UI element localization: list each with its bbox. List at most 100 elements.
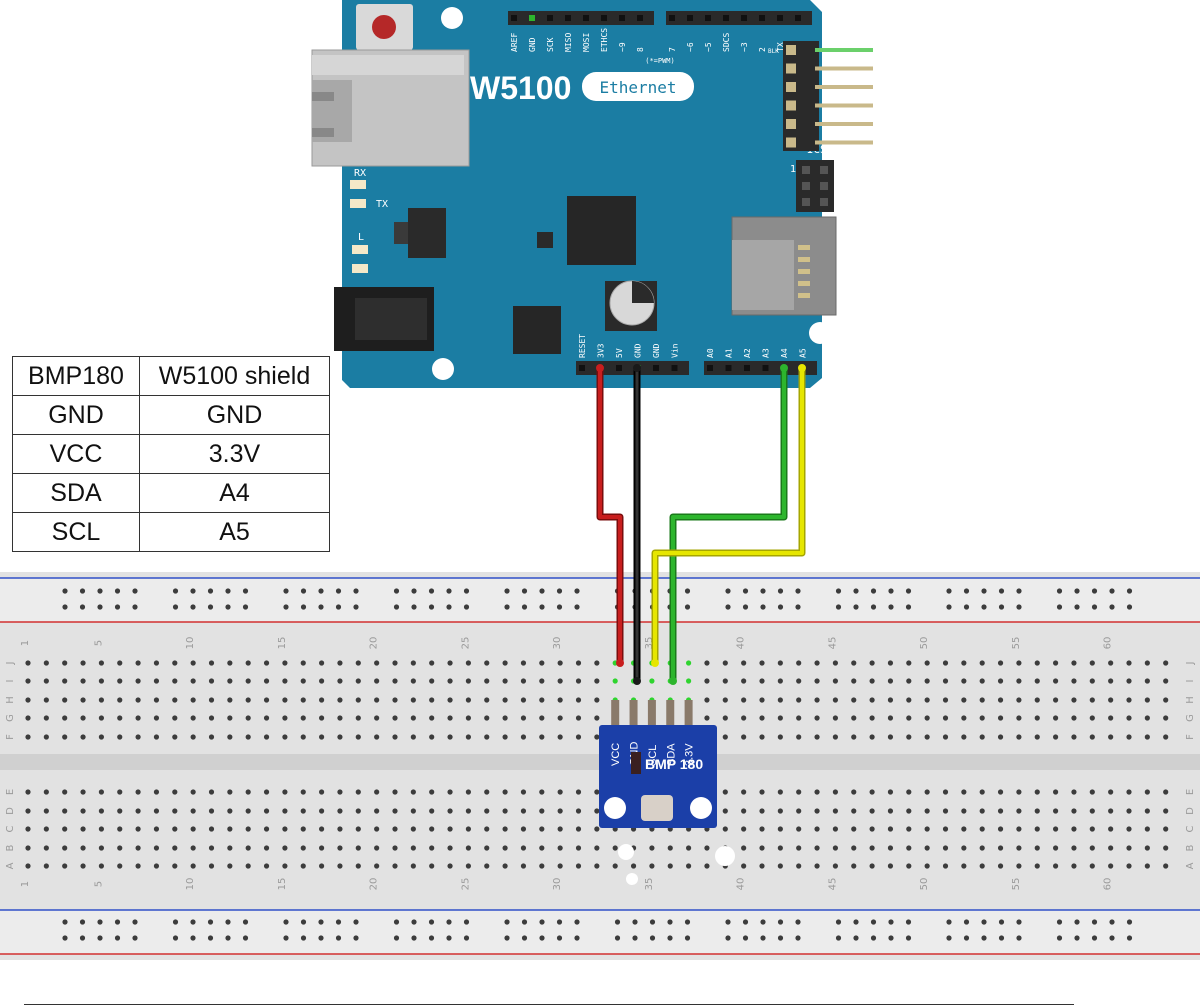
breadboard-hole: [832, 697, 839, 703]
mount-hole: [809, 322, 831, 344]
rail-hole: [97, 604, 103, 610]
column-label: 30: [552, 878, 563, 891]
header-strip: [508, 11, 654, 25]
breadboard-hole: [979, 863, 985, 869]
breadboard-hole: [594, 808, 600, 814]
rail-hole: [428, 919, 435, 925]
rail-hole: [463, 604, 470, 610]
rail-hole: [225, 935, 231, 941]
breadboard-hole: [208, 697, 215, 703]
white-dot: [715, 846, 735, 866]
breadboard-hole: [796, 789, 802, 795]
breadboard-hole: [1089, 660, 1095, 666]
rail-hole: [79, 604, 86, 610]
breadboard-hole: [227, 808, 233, 814]
breadboard-hole: [190, 808, 196, 814]
rail-hole: [446, 935, 452, 941]
row-label: I: [5, 680, 16, 683]
breadboard-hole: [520, 715, 527, 721]
breadboard-hole: [1126, 808, 1132, 814]
breadboard-hole: [1071, 734, 1077, 740]
bmp180-pin: [629, 700, 638, 730]
row-label: B: [1185, 844, 1196, 851]
breadboard-hole: [557, 808, 563, 814]
breadboard-hole: [117, 826, 123, 832]
breadboard-hole: [263, 826, 270, 832]
breadboard-hole: [1016, 845, 1022, 851]
breadboard-hole: [594, 697, 600, 703]
rail-hole: [777, 604, 784, 610]
breadboard-hole: [924, 826, 930, 832]
breadboard-hole: [227, 845, 233, 851]
breadboard-hole: [208, 660, 215, 666]
breadboard-hole: [374, 697, 380, 703]
led-power: [352, 264, 368, 273]
breadboard-hole: [1053, 715, 1059, 721]
icsp-pin: [802, 182, 810, 190]
breadboard-hole: [704, 678, 710, 684]
breadboard-hole: [1144, 715, 1150, 721]
header-pin: [669, 15, 675, 21]
breadboard-hole: [190, 660, 196, 666]
breadboard-hole: [172, 734, 178, 740]
breadboard-hole: [62, 826, 68, 832]
column-label: 50: [919, 878, 930, 891]
breadboard-hole: [337, 734, 343, 740]
breadboard-hole: [282, 697, 288, 703]
breadboard-hole: [575, 678, 582, 684]
breadboard-hole: [263, 789, 270, 795]
breadboard-hole: [557, 789, 563, 795]
ethernet-badge-label: Ethernet: [599, 78, 676, 97]
breadboard-hole: [851, 734, 857, 740]
column-label: 35: [644, 637, 655, 650]
breadboard-hole: [1163, 808, 1169, 814]
breadboard-hole: [1089, 678, 1095, 684]
breadboard-hole: [1126, 734, 1132, 740]
table-row: SCL A5: [12, 512, 330, 552]
rail-hole: [114, 604, 121, 610]
breadboard-hole: [851, 715, 857, 721]
breadboard-hole: [741, 734, 747, 740]
header-label: A2: [743, 348, 752, 358]
breadboard-hole: [924, 660, 930, 666]
breadboard-hole: [300, 863, 306, 869]
breadboard-hole: [686, 660, 692, 666]
rail-hole: [353, 604, 359, 610]
breadboard-hole: [410, 808, 416, 814]
breadboard-hole: [741, 660, 747, 666]
header-label: AREF: [510, 33, 519, 52]
breadboard-hole: [520, 863, 527, 869]
breadboard-hole: [722, 826, 728, 832]
breadboard-hole: [594, 826, 600, 832]
breadboard-hole: [355, 863, 361, 869]
breadboard-hole: [979, 715, 985, 721]
bmp180-label: BMP 180: [645, 756, 703, 772]
table-cell: GND: [12, 395, 140, 435]
bmp180-mount-hole: [690, 797, 712, 819]
shield-title: W5100: [470, 70, 571, 106]
rail-hole: [172, 919, 179, 925]
breadboard-hole: [355, 715, 361, 721]
breadboard-hole: [80, 697, 86, 703]
breadboard-hole: [1144, 660, 1150, 666]
breadboard-hole: [704, 660, 710, 666]
breadboard-hole: [392, 845, 398, 851]
breadboard-hole: [1016, 863, 1022, 869]
breadboard-hole: [355, 808, 361, 814]
rail-hole: [835, 588, 842, 594]
header-label: 5V: [615, 348, 624, 358]
rail-hole: [888, 919, 894, 925]
breadboard-hole: [796, 660, 802, 666]
breadboard-hole: [796, 863, 802, 869]
rail-hole: [62, 919, 68, 925]
rail-hole: [870, 604, 877, 610]
rail-hole: [114, 588, 121, 594]
header-pin: [741, 15, 747, 21]
breadboard-hole: [337, 678, 343, 684]
breadboard-hole: [557, 734, 563, 740]
breadboard-hole: [98, 863, 104, 869]
breadboard-hole: [465, 808, 471, 814]
rail-hole: [1056, 604, 1063, 610]
breadboard-hole: [814, 863, 820, 869]
